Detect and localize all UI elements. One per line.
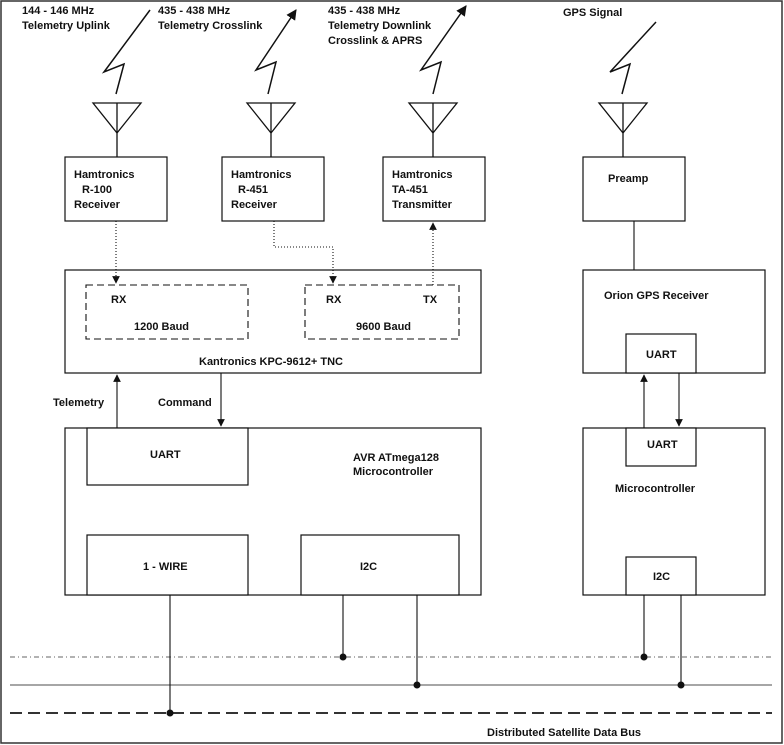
tnc-port2-tx: TX — [423, 294, 438, 306]
r451-line1: Hamtronics — [231, 169, 292, 181]
gps-mcu-uart-label: UART — [647, 439, 678, 451]
downlink-signal-label: 435 - 438 MHz Telemetry Downlink Crossli… — [328, 5, 432, 47]
tnc-box — [64, 269, 482, 374]
avr-i2c-label: I2C — [360, 561, 377, 573]
avr-title-line1: AVR ATmega128 — [353, 452, 439, 464]
uplink-name: Telemetry Uplink — [22, 20, 111, 32]
ta451-line3: Transmitter — [392, 199, 453, 211]
ta451-line2: TA-451 — [392, 184, 428, 196]
tnc-port-9600 — [304, 284, 460, 340]
uplink-antenna-icon — [91, 102, 143, 157]
gps-receiver-uart-label: UART — [646, 349, 677, 361]
tnc-title: Kantronics KPC-9612+ TNC — [199, 356, 343, 368]
gps-mcu-uart-box — [625, 427, 697, 467]
bus-junction — [339, 653, 347, 661]
avr-onewire-box — [86, 534, 249, 596]
avr-i2c-box — [300, 534, 460, 596]
uplink-lightning-icon — [101, 9, 151, 95]
gps-signal-label: GPS Signal — [563, 7, 622, 19]
bus-junction — [413, 681, 421, 689]
r100-line2: R-100 — [82, 184, 112, 196]
gps-lightning-icon — [609, 21, 657, 95]
tnc-port2-baud: 9600 Baud — [356, 321, 411, 333]
downlink-extra: Crosslink & APRS — [328, 35, 422, 47]
avr-onewire-label: 1 - WIRE — [143, 561, 188, 573]
gps-mcu-i2c-box — [625, 556, 697, 596]
bus-junction — [640, 653, 648, 661]
tnc-port-1200 — [85, 284, 249, 340]
command-link-label: Command — [158, 397, 212, 409]
downlink-frequency: 435 - 438 MHz — [328, 5, 401, 17]
uplink-frequency: 144 - 146 MHz — [22, 5, 95, 17]
tnc-port1-rx: RX — [111, 294, 127, 306]
r100-line1: Hamtronics — [74, 169, 135, 181]
downlink-antenna-icon — [407, 102, 459, 157]
tnc-port2-rx: RX — [326, 294, 342, 306]
r100-line3: Receiver — [74, 199, 121, 211]
crosslink-name: Telemetry Crosslink — [158, 20, 263, 32]
preamp-label: Preamp — [608, 173, 649, 185]
gps-receiver-uart-box — [625, 333, 697, 374]
r451-line3: Receiver — [231, 199, 278, 211]
r100-receiver-box — [64, 156, 168, 222]
gps-microcontroller-label: Microcontroller — [615, 483, 696, 495]
r451-line2: R-451 — [238, 184, 268, 196]
gps-mcu-i2c-label: I2C — [653, 571, 670, 583]
crosslink-frequency: 435 - 438 MHz — [158, 5, 231, 17]
r451-receiver-box — [221, 156, 325, 222]
uplink-signal-label: 144 - 146 MHz Telemetry Uplink — [22, 5, 111, 32]
telemetry-link-label: Telemetry — [53, 397, 105, 409]
downlink-name: Telemetry Downlink — [328, 20, 432, 32]
crosslink-signal-label: 435 - 438 MHz Telemetry Crosslink — [158, 5, 263, 32]
gps-antenna-icon — [597, 102, 649, 157]
bus-junction — [166, 709, 174, 717]
preamp-box — [582, 156, 686, 222]
data-bus-label: Distributed Satellite Data Bus — [487, 727, 641, 739]
crosslink-lightning-icon — [254, 9, 297, 95]
bus-junction — [677, 681, 685, 689]
r451-to-tnc-line — [273, 221, 337, 284]
crosslink-antenna-icon — [245, 102, 297, 157]
orion-gps-receiver-label: Orion GPS Receiver — [604, 290, 709, 302]
ta451-transmitter-box — [382, 156, 486, 222]
avr-title-line2: Microcontroller — [353, 466, 434, 478]
avr-uart-box — [86, 427, 249, 486]
ta451-line1: Hamtronics — [392, 169, 453, 181]
downlink-lightning-icon — [418, 5, 467, 95]
tnc-port1-baud: 1200 Baud — [134, 321, 189, 333]
avr-uart-label: UART — [150, 449, 181, 461]
